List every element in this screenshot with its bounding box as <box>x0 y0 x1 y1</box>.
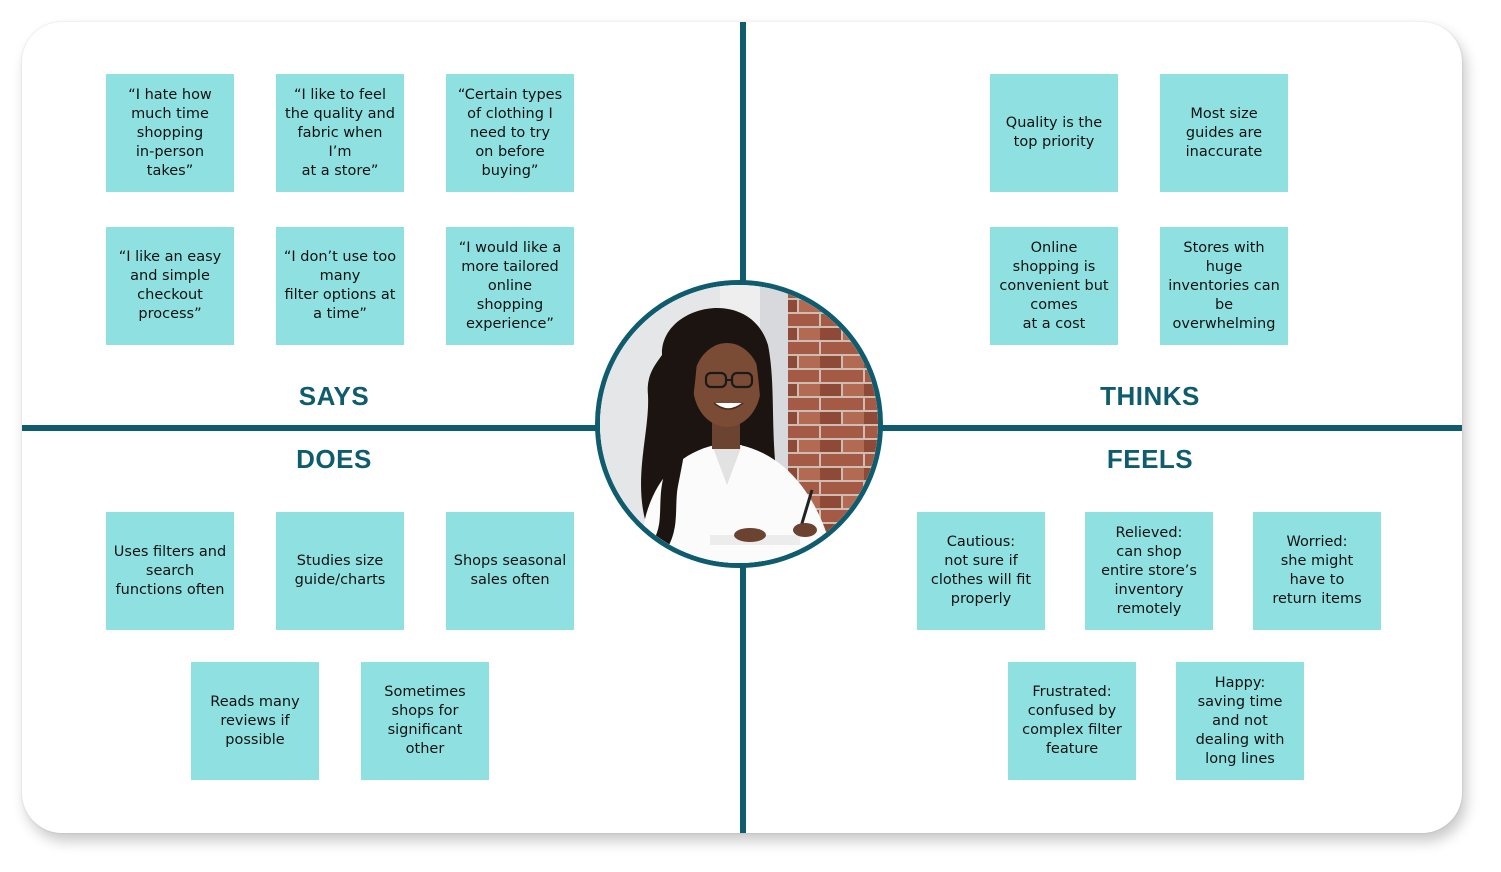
feels-note-4: Frustrated: confused by complex filter f… <box>1008 662 1136 780</box>
empathy-map-board: “I hate how much time shopping in-person… <box>22 22 1462 833</box>
says-note-2: “I like to feel the quality and fabric w… <box>276 74 404 192</box>
does-note-3: Shops seasonal sales often <box>446 512 574 630</box>
says-note-4: “I like an easy and simple checkout proc… <box>106 227 234 345</box>
says-note-5: “I don’t use too many filter options at … <box>276 227 404 345</box>
thinks-note-4: Stores with huge inventories can be over… <box>1160 227 1288 345</box>
thinks-note-3: Online shopping is convenient but comes … <box>990 227 1118 345</box>
does-label: DOES <box>296 444 372 474</box>
thinks-note-2: Most size guides are inaccurate <box>1160 74 1288 192</box>
feels-note-2: Relieved: can shop entire store’s invent… <box>1085 512 1213 630</box>
does-note-5: Sometimes shops for significant other <box>361 662 489 780</box>
does-note-1: Uses filters and search functions often <box>106 512 234 630</box>
does-note-4: Reads many reviews if possible <box>191 662 319 780</box>
persona-avatar <box>595 280 883 568</box>
persona-photo-icon <box>600 285 878 563</box>
thinks-note-1: Quality is the top priority <box>990 74 1118 192</box>
says-label: SAYS <box>298 381 370 411</box>
says-note-1: “I hate how much time shopping in-person… <box>106 74 234 192</box>
says-note-3: “Certain types of clothing I need to try… <box>446 74 574 192</box>
says-note-6: “I would like a more tailored online sho… <box>446 227 574 345</box>
feels-note-1: Cautious: not sure if clothes will fit p… <box>917 512 1045 630</box>
does-note-2: Studies size guide/charts <box>276 512 404 630</box>
feels-note-5: Happy: saving time and not dealing with … <box>1176 662 1304 780</box>
thinks-label: THINKS <box>1100 381 1200 411</box>
feels-note-3: Worried: she might have to return items <box>1253 512 1381 630</box>
feels-label: FEELS <box>1106 444 1194 474</box>
